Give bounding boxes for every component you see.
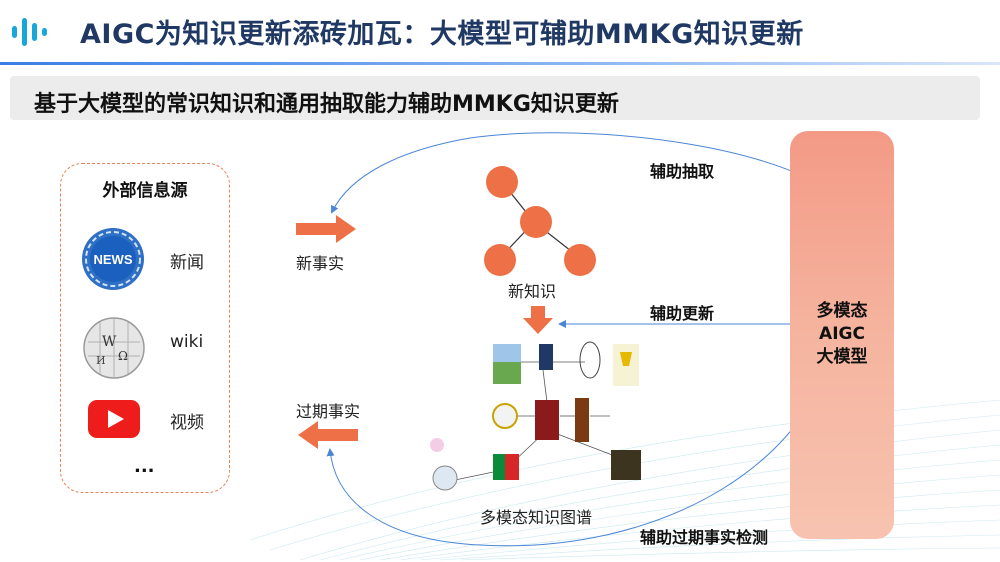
external-sources-title: 外部信息源 bbox=[102, 181, 188, 201]
knowledge-node bbox=[486, 166, 518, 198]
mmkg-image bbox=[611, 450, 641, 480]
left-arrow-icon bbox=[298, 421, 358, 449]
llm-label: 多模态 AIGC 大模型 bbox=[790, 300, 894, 369]
svg-text:W: W bbox=[102, 334, 117, 350]
new-knowledge-graph bbox=[484, 166, 596, 276]
assist-extract-curve bbox=[331, 132, 846, 214]
mmkg-image bbox=[492, 403, 518, 429]
news-icon: NEWS bbox=[82, 228, 144, 290]
sources-ellipsis: ... bbox=[134, 456, 155, 477]
mmkg-image bbox=[493, 344, 521, 362]
llm-bar bbox=[790, 131, 894, 539]
mmkg-image bbox=[539, 344, 553, 370]
audio-bars-logo-icon bbox=[12, 18, 47, 46]
subtitle-text: 基于大模型的常识知识和通用抽取能力辅助MMKG知识更新 bbox=[34, 92, 619, 117]
mmkg-label: 多模态知识图谱 bbox=[480, 508, 593, 527]
news-icon-text: NEWS bbox=[94, 252, 133, 267]
youtube-icon bbox=[88, 400, 140, 438]
mmkg-image bbox=[579, 341, 601, 379]
new-knowledge-label: 新知识 bbox=[508, 282, 557, 301]
knowledge-node bbox=[484, 244, 516, 276]
mmkg-image bbox=[430, 438, 444, 452]
llm-label-line: 多模态 bbox=[816, 301, 868, 321]
wikipedia-icon: W Ω И bbox=[83, 317, 145, 379]
assist-extract-label: 辅助抽取 bbox=[650, 162, 715, 181]
knowledge-node bbox=[520, 206, 552, 238]
mmkg-image bbox=[505, 454, 519, 480]
external-sources-panel bbox=[60, 163, 230, 493]
page-title: AIGC为知识更新添砖加瓦：大模型可辅助MMKG知识更新 bbox=[80, 19, 804, 50]
assist-update-label: 辅助更新 bbox=[650, 304, 715, 323]
mmkg-image bbox=[432, 465, 458, 491]
title-divider bbox=[0, 62, 1000, 65]
right-arrow-icon bbox=[296, 215, 356, 243]
assist-expired-detection-label: 辅助过期事实检测 bbox=[640, 528, 769, 547]
knowledge-node bbox=[564, 244, 596, 276]
mmkg-image bbox=[620, 352, 632, 366]
subtitle-banner bbox=[10, 76, 980, 120]
source-label-news: 新闻 bbox=[170, 253, 204, 273]
svg-text:И: И bbox=[96, 354, 106, 367]
mmkg-image bbox=[575, 398, 589, 442]
mmkg-thumbnail bbox=[430, 341, 641, 491]
mmkg-image bbox=[535, 400, 559, 440]
svg-text:Ω: Ω bbox=[118, 349, 128, 363]
source-label-video: 视频 bbox=[170, 413, 204, 433]
down-arrow-icon bbox=[523, 306, 553, 334]
llm-label-line: AIGC bbox=[819, 324, 865, 344]
source-label-wiki: wiki bbox=[170, 332, 204, 352]
llm-label-line: 大模型 bbox=[816, 347, 868, 367]
expired-facts-label: 过期事实 bbox=[296, 402, 361, 421]
new-facts-label: 新事实 bbox=[296, 254, 345, 273]
